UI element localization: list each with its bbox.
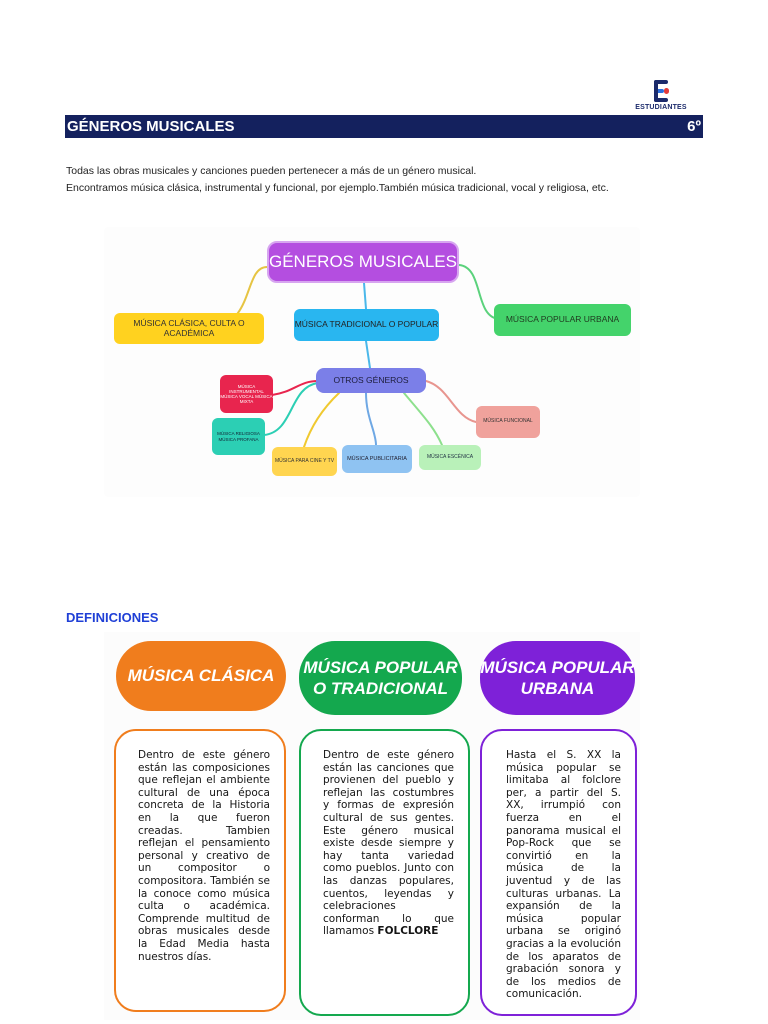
definitions-panel: MÚSICA CLÁSICA MÚSICA POPULAR O TRADICIO…: [104, 632, 640, 1020]
node-escenica: MÚSICA ESCÉNICA: [419, 445, 481, 470]
node-otros-generos: OTROS GÉNEROS: [316, 368, 426, 393]
node-musica-urbana: MÚSICA POPULAR URBANA: [494, 304, 631, 336]
heading-musica-popular-urbana: MÚSICA POPULAR URBANA: [480, 641, 635, 715]
definition-text: Hasta el S. XX la música popular se limi…: [506, 749, 621, 1001]
node-publicitaria: MÚSICA PUBLICITARIA: [342, 445, 412, 473]
grade-label: 6º: [687, 118, 701, 135]
definition-card-tradicional: Dentro de este género están las cancione…: [299, 729, 470, 1016]
definition-card-urbana: Hasta el S. XX la música popular se limi…: [480, 729, 637, 1016]
definition-card-clasica: Dentro de este género están las composic…: [114, 729, 286, 1012]
node-musica-clasica: MÚSICA CLÁSICA, CULTA O ACADÉMICA: [114, 313, 264, 344]
estudiantes-logo: ESTUDIANTES: [632, 80, 690, 120]
node-funcional: MÚSICA FUNCIONAL: [476, 406, 540, 438]
logo-name: ESTUDIANTES: [635, 104, 687, 111]
intro-line-2: Encontramos música clásica, instrumental…: [66, 182, 609, 194]
node-instrumental-vocal-mixta: MÚSICA INSTRUMENTAL MÚSICA VOCAL MÚSICA …: [220, 375, 273, 413]
logo-e-icon: [652, 80, 670, 102]
node-cine-tv: MÚSICA PARA CINE Y TV: [272, 447, 337, 476]
definition-text: Dentro de este género están las cancione…: [323, 749, 454, 938]
node-musica-tradicional: MÚSICA TRADICIONAL O POPULAR: [294, 309, 439, 341]
node-religiosa-profana: MÚSICA RELIGIOSA MÚSICA PROFANA: [212, 418, 265, 455]
heading-musica-clasica: MÚSICA CLÁSICA: [116, 641, 286, 711]
header-bar: GÉNEROS MUSICALES 6º: [65, 115, 703, 138]
definition-text: Dentro de este género están las composic…: [138, 749, 270, 963]
mind-map: GÉNEROS MUSICALES MÚSICA CLÁSICA, CULTA …: [104, 227, 640, 497]
node-root: GÉNEROS MUSICALES: [267, 241, 459, 283]
intro-line-1: Todas las obras musicales y canciones pu…: [66, 165, 477, 177]
definitions-title: DEFINICIONES: [66, 610, 159, 625]
page-title: GÉNEROS MUSICALES: [67, 118, 235, 135]
heading-musica-popular-tradicional: MÚSICA POPULAR O TRADICIONAL: [299, 641, 462, 715]
folclore-emphasis: FOLCLORE: [377, 925, 439, 938]
